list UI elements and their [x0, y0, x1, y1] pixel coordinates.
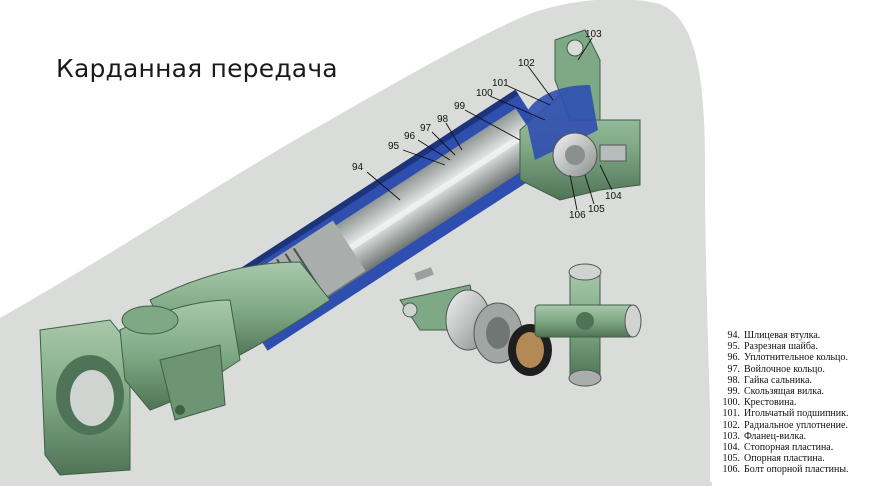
callout-101: 101	[492, 78, 509, 89]
callout-105: 105	[588, 204, 605, 215]
legend-item: 106.Болт опорной пластины.	[710, 464, 886, 475]
callout-96: 96	[404, 131, 416, 142]
callout-leaders	[366, 37, 613, 211]
legend-text: Опорная пластина.	[744, 453, 825, 465]
callout-102: 102	[518, 58, 535, 69]
callout-100: 100	[476, 88, 493, 99]
legend-item: 103.Фланец-вилка.	[710, 431, 886, 442]
legend-item: 101.Игольчатый подшипник.	[710, 408, 886, 419]
legend-item: 98.Гайка сальника.	[710, 375, 886, 386]
diagram-title: Карданная передача	[56, 54, 338, 83]
legend-number: 104.	[722, 442, 741, 454]
legend-text: Болт опорной пластины.	[744, 464, 849, 476]
legend-number: 105.	[722, 453, 741, 465]
legend-item: 95.Разрезная шайба.	[710, 341, 886, 352]
flange-yoke	[519, 29, 641, 201]
callout-94: 94	[352, 162, 364, 173]
bearing-assembly-exploded	[399, 267, 552, 376]
legend-item: 99.Скользящая вилка.	[710, 386, 886, 397]
legend-number: 103.	[722, 430, 741, 442]
legend-number: 102.	[722, 419, 741, 431]
legend-number: 99.	[727, 386, 741, 398]
legend-number: 98.	[727, 374, 741, 386]
legend-item: 104.Стопорная пластина.	[710, 442, 886, 453]
legend-text: Разрезная шайба.	[744, 341, 818, 353]
legend-text: Гайка сальника.	[744, 374, 812, 386]
legend-text: Радиальное уплотнение.	[744, 419, 848, 431]
legend-number: 95.	[727, 341, 741, 353]
legend-text: Крестовина.	[744, 397, 797, 409]
legend-item: 94.Шлицевая втулка.	[710, 330, 886, 341]
legend-text: Войлочное кольцо.	[744, 363, 825, 375]
legend-item: 102.Радиальное уплотнение.	[710, 420, 886, 431]
legend-number: 94.	[727, 330, 741, 341]
legend-item: 100.Крестовина.	[710, 397, 886, 408]
callout-106: 106	[569, 210, 586, 221]
callout-numbers: 94 95 96 97 98 99 100 101 102 103 104 10…	[352, 29, 622, 221]
callout-97: 97	[420, 123, 432, 134]
legend-number: 101.	[722, 408, 741, 420]
legend-number: 106.	[722, 464, 741, 476]
front-flange-yoke	[39, 299, 241, 476]
legend-text: Игольчатый подшипник.	[744, 408, 849, 420]
legend-item: 96.Уплотнительное кольцо.	[710, 352, 886, 363]
legend-item: 97.Войлочное кольцо.	[710, 364, 886, 375]
universal-joint-cross	[534, 263, 642, 387]
callout-98: 98	[437, 114, 449, 125]
legend-text: Фланец-вилка.	[744, 430, 807, 442]
callout-103: 103	[585, 29, 602, 40]
legend-text: Шлицевая втулка.	[744, 330, 821, 341]
legend-text: Скользящая вилка.	[744, 386, 824, 398]
legend-number: 97.	[727, 363, 741, 375]
callout-104: 104	[605, 191, 622, 202]
callout-99: 99	[454, 101, 466, 112]
legend-number: 100.	[722, 397, 741, 409]
legend-number: 96.	[727, 352, 741, 364]
legend-item: 105.Опорная пластина.	[710, 453, 886, 464]
legend-text: Стопорная пластина.	[744, 442, 834, 454]
legend-text: Уплотнительное кольцо.	[744, 352, 848, 364]
parts-legend: 94.Шлицевая втулка. 95.Разрезная шайба. …	[710, 330, 886, 482]
callout-95: 95	[388, 141, 400, 152]
